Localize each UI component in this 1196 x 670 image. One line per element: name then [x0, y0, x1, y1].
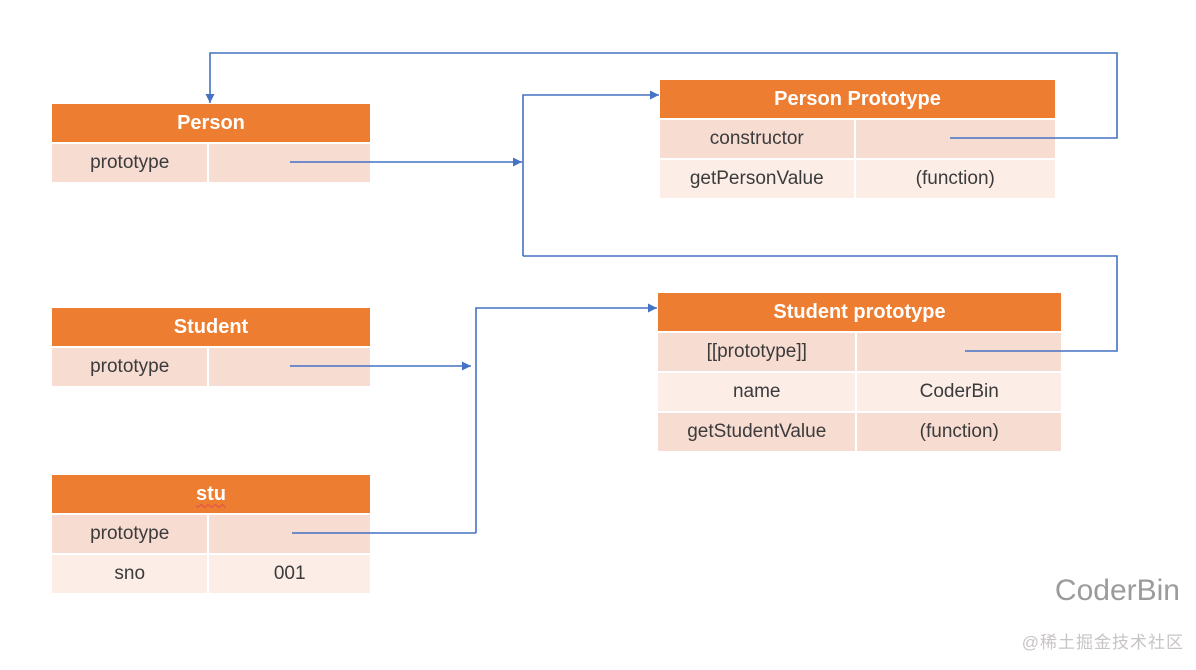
box-title-text: Student [173, 315, 249, 338]
box-title-text: Person Prototype [774, 87, 941, 110]
student-box-title: Student [52, 308, 370, 346]
table-row: [[prototype]] [658, 331, 1061, 371]
table-row: constructor [660, 118, 1055, 158]
student-prototype-box-title: Student prototype [658, 293, 1061, 331]
table-row: prototype [52, 346, 370, 386]
author-watermark: CoderBin [1054, 574, 1180, 607]
row-value [209, 515, 370, 553]
row-label: constructor [660, 120, 856, 158]
row-value: (function) [915, 168, 995, 189]
table-row: sno 001 [52, 553, 370, 593]
row-value: (function) [919, 421, 999, 442]
row-label: prototype [52, 144, 210, 182]
row-value [856, 120, 1055, 158]
person-box: Person prototype [52, 104, 370, 182]
row-label: [[prototype]] [658, 333, 858, 371]
row-label: prototype [52, 515, 210, 553]
row-value [209, 348, 370, 386]
person-prototype-box-title: Person Prototype [660, 80, 1055, 118]
row-value: CoderBin [919, 381, 999, 402]
row-label: sno [52, 555, 210, 593]
box-title-text: stu [196, 482, 226, 505]
stu-box: stu prototype sno 001 [52, 475, 370, 593]
person-box-title: Person [52, 104, 370, 142]
box-title-text: Student prototype [773, 300, 946, 323]
student-box: Student prototype [52, 308, 370, 386]
row-label: prototype [52, 348, 210, 386]
arrow-to-person-prototype-box [522, 90, 659, 256]
box-title-text: Person [177, 111, 245, 134]
row-value: 001 [273, 563, 306, 584]
row-label: getStudentValue [658, 413, 858, 451]
row-value [857, 333, 1061, 371]
site-watermark: @稀土掘金技术社区 [1021, 633, 1184, 652]
person-prototype-box: Person Prototype constructor getPersonVa… [660, 80, 1055, 198]
table-row: getPersonValue (function) [660, 158, 1055, 198]
table-row: name CoderBin [658, 371, 1061, 411]
table-row: prototype [52, 513, 370, 553]
table-row: prototype [52, 142, 370, 182]
stu-box-title: stu [52, 475, 370, 513]
row-label: name [658, 373, 858, 411]
table-row: getStudentValue (function) [658, 411, 1061, 451]
row-label: getPersonValue [660, 160, 856, 198]
student-prototype-box: Student prototype [[prototype]] name Cod… [658, 293, 1061, 451]
arrow-to-student-prototype-box [475, 303, 657, 533]
row-value [209, 144, 370, 182]
